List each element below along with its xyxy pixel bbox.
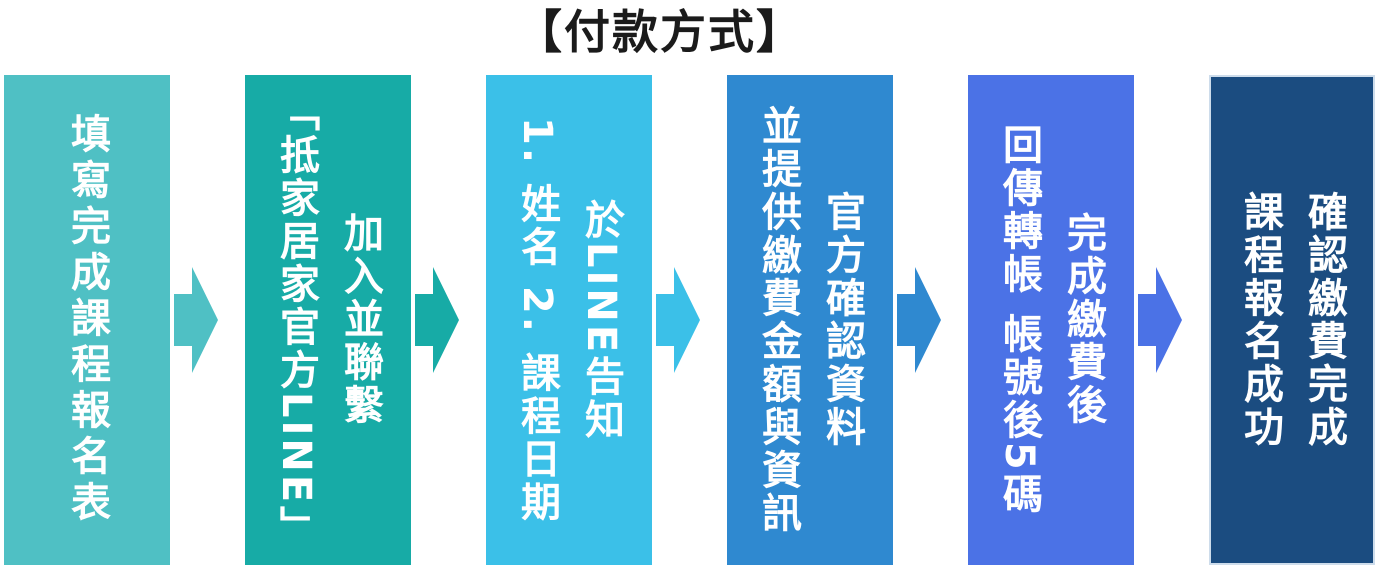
- step-2-column-2: 「抵家居家官方LINE」: [273, 91, 319, 549]
- step-box-1: 填寫完成課程報名表: [4, 75, 170, 565]
- step-5-column-1: 完成繳費後: [1060, 212, 1106, 428]
- page-title: 【付款方式】: [516, 5, 804, 59]
- step-4-column-2: 並提供繳費金額與資訊: [755, 105, 801, 535]
- step-1-column-1: 填寫完成課程報名表: [64, 113, 110, 527]
- step-2-columns: 加入並聯繫 「抵家居家官方LINE」: [273, 91, 383, 549]
- step-box-3: 於LINE告知 1. 姓名 2. 課程日期: [486, 75, 652, 565]
- arrow-right-icon-5: [1138, 267, 1182, 373]
- step-5-columns: 完成繳費後 回傳轉帳 帳號後5碼: [996, 124, 1106, 516]
- step-4-columns: 官方確認資料 並提供繳費金額與資訊: [755, 105, 865, 535]
- step-6-column-1: 確認繳費完成: [1301, 191, 1347, 449]
- step-6-column-2: 課程報名成功: [1237, 191, 1283, 449]
- step-2-column-1: 加入並聯繫: [337, 212, 383, 428]
- step-3-columns: 於LINE告知 1. 姓名 2. 課程日期: [514, 116, 624, 524]
- arrow-right-icon-4: [897, 267, 941, 373]
- step-1-columns: 填寫完成課程報名表: [64, 113, 110, 527]
- step-6-columns: 確認繳費完成 課程報名成功: [1237, 191, 1347, 449]
- step-3-column-1: 於LINE告知: [578, 198, 624, 442]
- step-box-5: 完成繳費後 回傳轉帳 帳號後5碼: [968, 75, 1134, 565]
- arrow-right-icon-2: [415, 267, 459, 373]
- step-3-column-2: 1. 姓名 2. 課程日期: [514, 116, 560, 524]
- step-box-2: 加入並聯繫 「抵家居家官方LINE」: [245, 75, 411, 565]
- step-box-4: 官方確認資料 並提供繳費金額與資訊: [727, 75, 893, 565]
- step-4-column-1: 官方確認資料: [819, 191, 865, 449]
- arrow-right-icon-1: [174, 267, 218, 373]
- arrow-right-icon-3: [656, 267, 700, 373]
- step-box-6: 確認繳費完成 課程報名成功: [1209, 75, 1375, 565]
- step-5-column-2: 回傳轉帳 帳號後5碼: [996, 124, 1042, 516]
